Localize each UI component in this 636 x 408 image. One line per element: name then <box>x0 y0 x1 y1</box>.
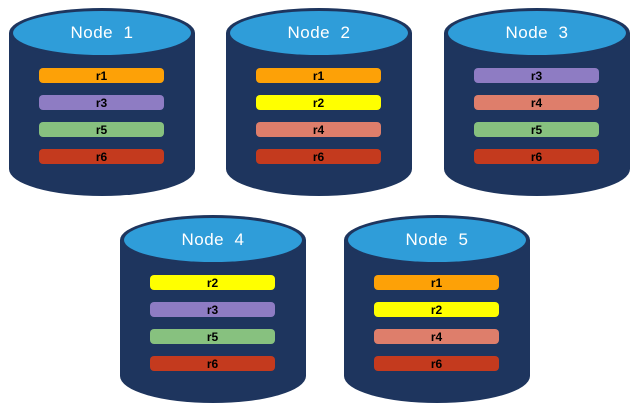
node-4-cylinder-top <box>124 218 302 262</box>
node-3-cylinder-top <box>448 11 626 55</box>
node-2-cylinder-body <box>226 33 412 196</box>
node-1: Node 1 r1 r3 r5 r6 <box>9 8 195 196</box>
node-2: Node 2 r1 r2 r4 r6 <box>226 8 412 196</box>
node-2-replica-list: r1 r2 r4 r6 <box>256 68 381 176</box>
node-2-cylinder-top <box>230 11 408 55</box>
node-title: Node 2 <box>287 23 351 42</box>
replica-bar: r6 <box>150 356 275 371</box>
replica-bar: r2 <box>374 302 499 317</box>
replica-bar: r2 <box>150 275 275 290</box>
replica-bar: r1 <box>374 275 499 290</box>
replica-bar: r1 <box>39 68 164 83</box>
replica-bar: r4 <box>474 95 599 110</box>
replica-bar: r6 <box>256 149 381 164</box>
node-4-replica-list: r2 r3 r5 r6 <box>150 275 275 383</box>
node-4-cylinder-body <box>120 240 306 403</box>
replica-bar: r5 <box>474 122 599 137</box>
node-3-replica-list: r3 r4 r5 r6 <box>474 68 599 176</box>
replica-bar: r5 <box>39 122 164 137</box>
node-title: Node 1 <box>70 23 134 42</box>
node-1-replica-list: r1 r3 r5 r6 <box>39 68 164 176</box>
node-title: Node 4 <box>181 230 245 249</box>
replica-bar: r2 <box>256 95 381 110</box>
node-5: Node 5 r1 r2 r4 r6 <box>344 215 530 403</box>
replica-bar: r4 <box>374 329 499 344</box>
node-3-cylinder-body <box>444 33 630 196</box>
node-1-cylinder-top <box>13 11 191 55</box>
replica-bar: r6 <box>474 149 599 164</box>
replica-bar: r4 <box>256 122 381 137</box>
node-4: Node 4 r2 r3 r5 r6 <box>120 215 306 403</box>
node-5-replica-list: r1 r2 r4 r6 <box>374 275 499 383</box>
node-title: Node 3 <box>505 23 569 42</box>
replica-bar: r3 <box>39 95 164 110</box>
node-5-cylinder-top <box>348 218 526 262</box>
node-title: Node 5 <box>405 230 469 249</box>
replica-bar: r1 <box>256 68 381 83</box>
replica-bar: r5 <box>150 329 275 344</box>
replica-bar: r3 <box>474 68 599 83</box>
replica-bar: r3 <box>150 302 275 317</box>
node-1-cylinder-body <box>9 33 195 196</box>
replica-bar: r6 <box>374 356 499 371</box>
replica-bar: r6 <box>39 149 164 164</box>
node-3: Node 3 r3 r4 r5 r6 <box>444 8 630 196</box>
node-5-cylinder-body <box>344 240 530 403</box>
